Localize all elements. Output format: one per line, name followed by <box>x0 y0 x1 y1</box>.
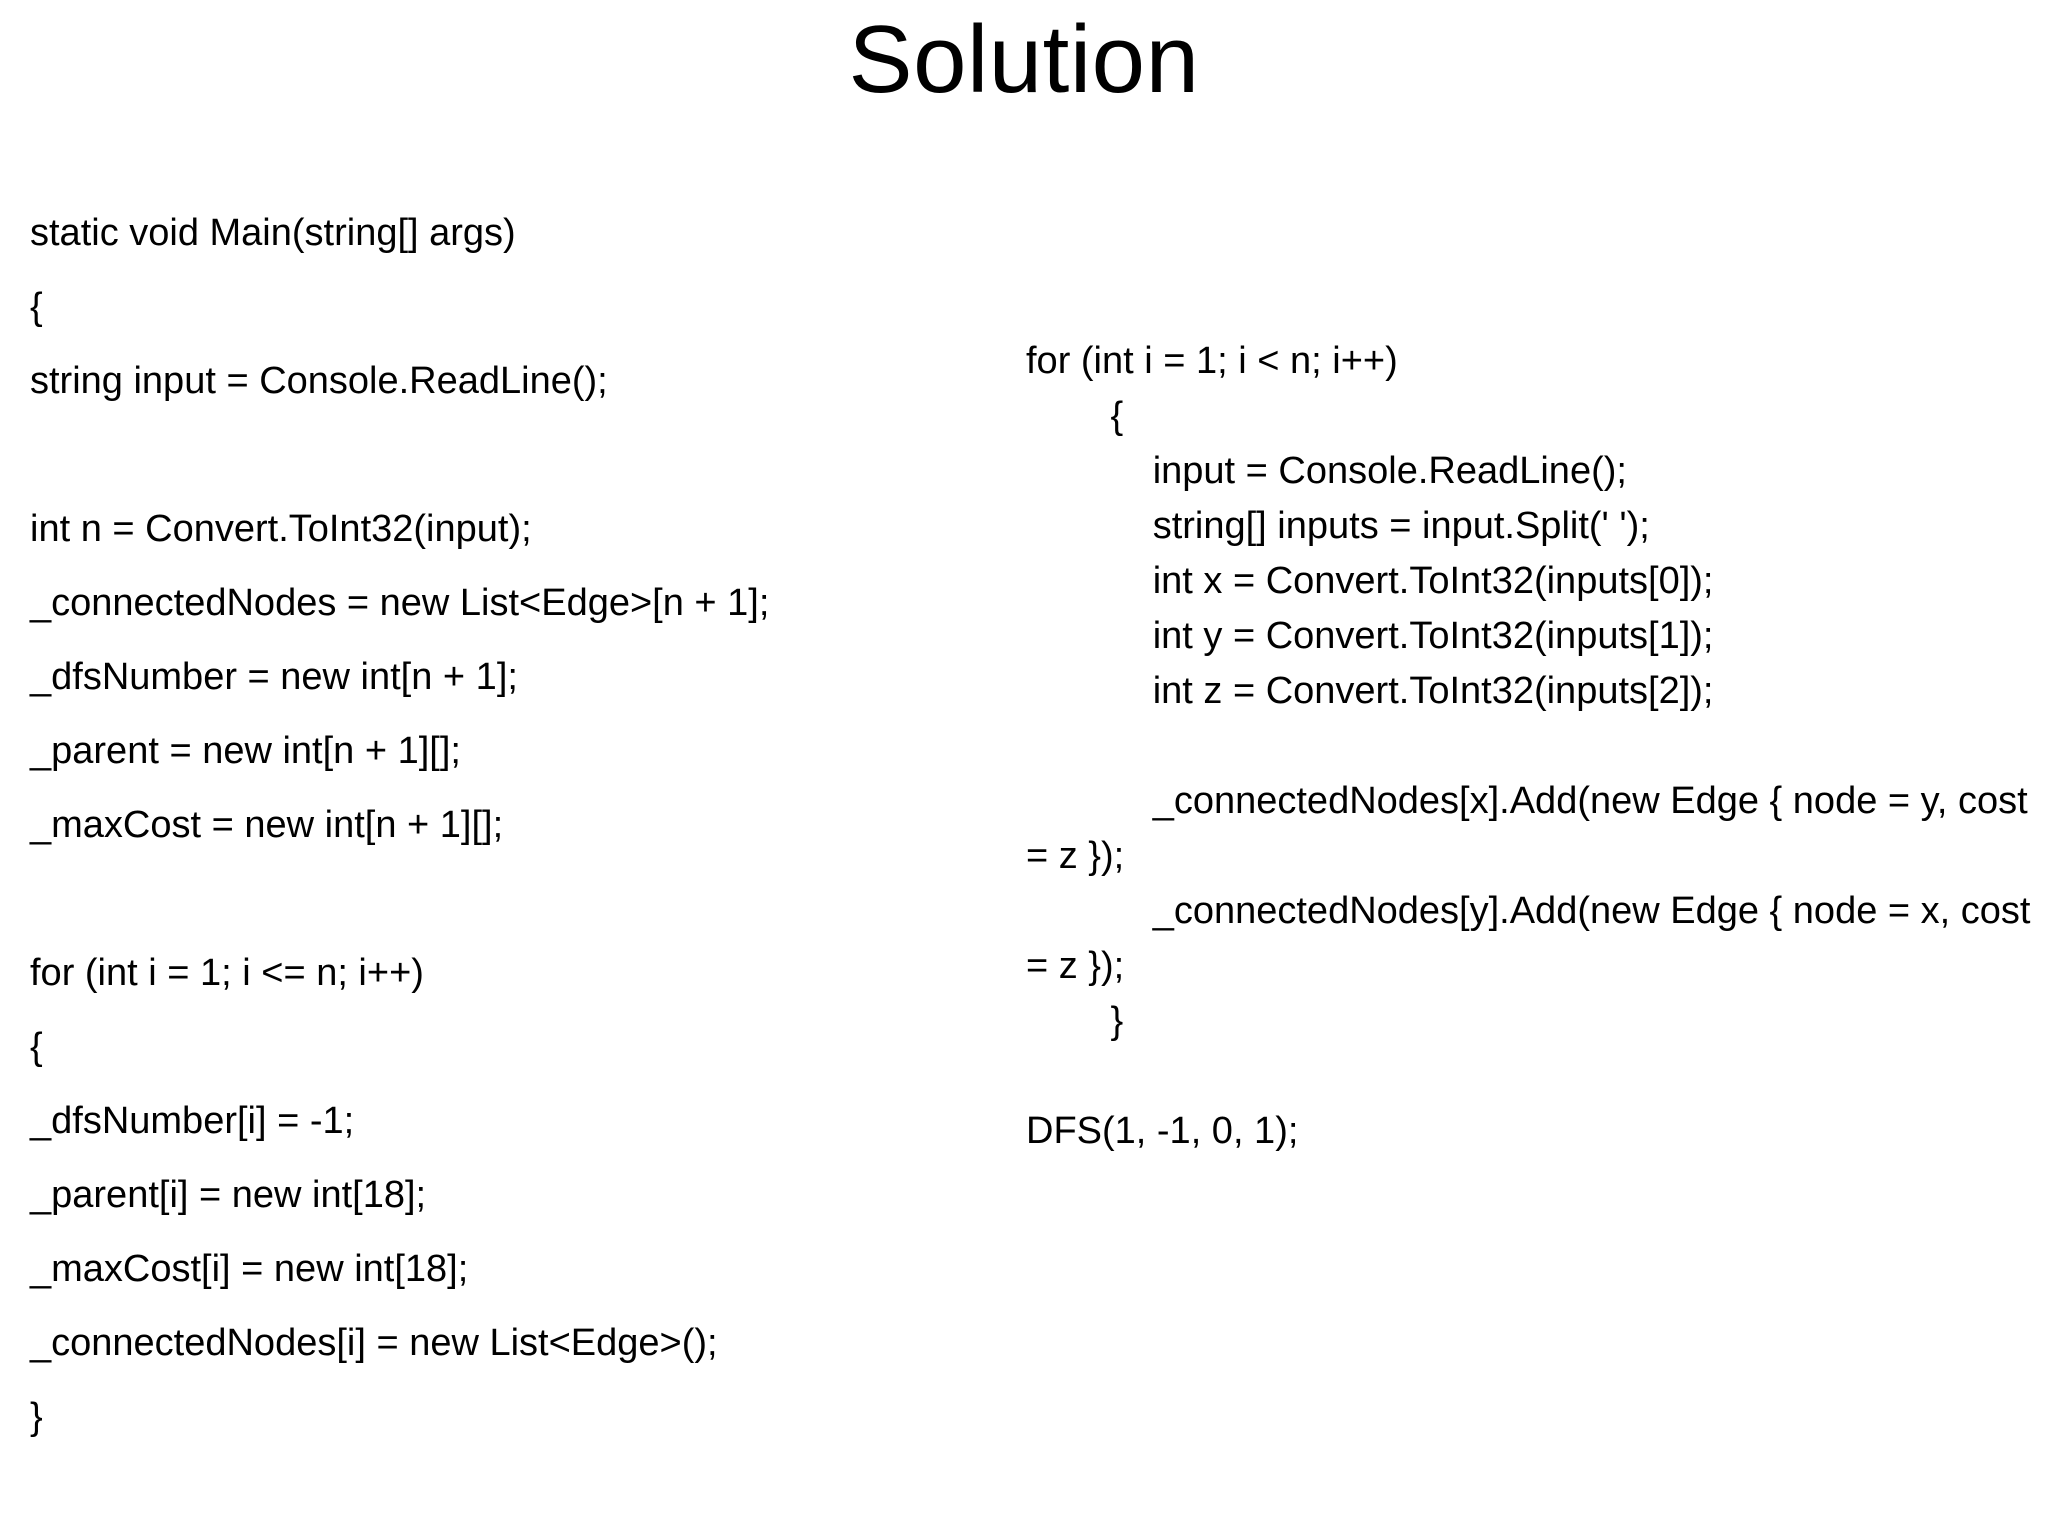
code-left-spacer <box>30 418 990 492</box>
code-right-line: int x = Convert.ToInt32(inputs[0]); <box>1026 560 1714 602</box>
code-right-line: for (int i = 1; i < n; i++) <box>1026 340 1398 382</box>
code-left-spacer <box>30 862 990 936</box>
code-left-line: _dfsNumber = new int[n + 1]; <box>30 656 518 698</box>
code-left-line: _parent[i] = new int[18]; <box>30 1174 427 1216</box>
code-block-left: static void Main(string[] args) { string i… <box>30 196 990 1454</box>
code-right-spacer <box>1026 719 2036 774</box>
code-right-line: } <box>1026 1000 1124 1042</box>
code-right-line: int y = Convert.ToInt32(inputs[1]); <box>1026 615 1714 657</box>
code-right-line: input = Console.ReadLine(); <box>1026 450 1627 492</box>
code-left-line: string input = Console.ReadLine(); <box>30 360 608 402</box>
code-left-line: for (int i = 1; i <= n; i++) <box>30 952 424 994</box>
code-right-line: _connectedNodes[x].Add(new Edge { node =… <box>1026 780 2039 877</box>
page-title: Solution <box>848 6 1200 113</box>
code-right-line: _connectedNodes[y].Add(new Edge { node =… <box>1026 890 2042 987</box>
code-left-line: } <box>30 1396 43 1438</box>
code-left-line: _parent = new int[n + 1][]; <box>30 730 461 772</box>
code-left-line: _dfsNumber[i] = -1; <box>30 1100 355 1142</box>
code-right-line: { <box>1026 395 1124 437</box>
code-left-line: { <box>30 286 43 328</box>
code-right-line: string[] inputs = input.Split(' '); <box>1026 505 1650 547</box>
code-left-line: _maxCost = new int[n + 1][]; <box>30 804 504 846</box>
code-left-line: _connectedNodes[i] = new List<Edge>(); <box>30 1322 718 1364</box>
code-block-right: for (int i = 1; i < n; i++) { input = Co… <box>1026 334 2036 1159</box>
code-right-spacer <box>1026 1049 2036 1104</box>
code-left-line: int n = Convert.ToInt32(input); <box>30 508 532 550</box>
code-right-line: int z = Convert.ToInt32(inputs[2]); <box>1026 670 1714 712</box>
code-right-line: DFS(1, -1, 0, 1); <box>1026 1110 1299 1152</box>
code-left-line: { <box>30 1026 43 1068</box>
code-left-line: _connectedNodes = new List<Edge>[n + 1]; <box>30 582 770 624</box>
code-left-line: static void Main(string[] args) <box>30 212 516 254</box>
code-left-line: _maxCost[i] = new int[18]; <box>30 1248 469 1290</box>
